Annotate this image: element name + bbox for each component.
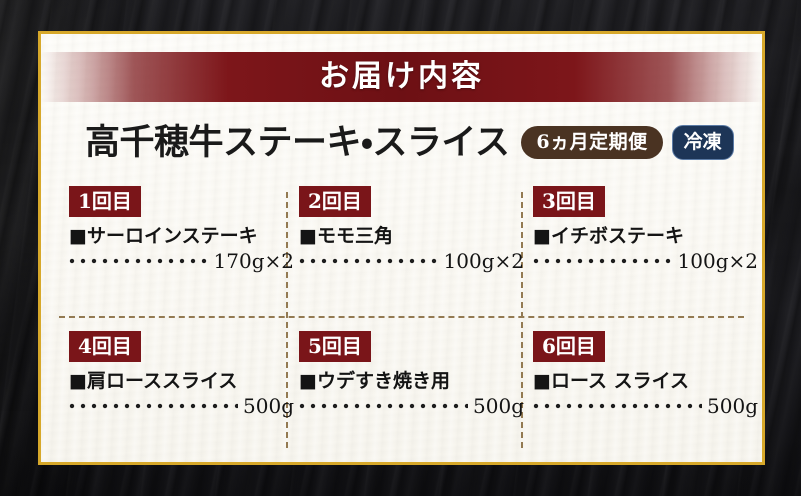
delivery-weight-row: 170g×2 <box>69 251 294 271</box>
section-banner: お届け内容 <box>41 52 762 102</box>
dot-leader <box>299 398 469 413</box>
delivery-item-name: ■イチボステーキ <box>533 225 684 247</box>
delivery-number-badge: 5回目 <box>299 331 371 362</box>
delivery-item-5: 5回目 ■ウデすき焼き用 500g <box>299 331 524 455</box>
section-heading: お届け内容 <box>319 59 484 94</box>
delivery-item-6: 6回目 ■ロース スライス 500g <box>533 331 758 455</box>
delivery-item-name: ■サーロインステーキ <box>69 225 258 247</box>
dot-leader <box>69 398 239 413</box>
frozen-badge: 冷凍 <box>671 124 734 160</box>
dot-leader <box>533 253 673 268</box>
delivery-item-weight: 500g <box>473 393 524 418</box>
delivery-weight-row: 500g <box>69 396 294 416</box>
delivery-item-3: 3回目 ■イチボステーキ 100g×2 <box>533 186 758 310</box>
delivery-item-2: 2回目 ■モモ三角 100g×2 <box>299 186 524 310</box>
grid-divider-vertical-2 <box>521 192 523 448</box>
product-title-row: 高千穂牛ステーキ・スライス 6ヵ月定期便 冷凍 <box>85 116 734 168</box>
badge-group: 6ヵ月定期便 冷凍 <box>521 124 734 160</box>
delivery-weight-row: 500g <box>533 396 758 416</box>
delivery-item-name: ■肩ローススライス <box>69 370 238 392</box>
product-title: 高千穂牛ステーキ・スライス <box>85 121 510 163</box>
delivery-item-name: ■ロース スライス <box>533 370 690 392</box>
delivery-weight-row: 100g×2 <box>533 251 758 271</box>
subscription-term-badge: 6ヵ月定期便 <box>521 125 663 159</box>
delivery-item-name: ■ウデすき焼き用 <box>299 370 450 392</box>
dot-leader <box>69 253 209 268</box>
delivery-number-badge: 6回目 <box>533 331 605 362</box>
delivery-item-weight: 170g×2 <box>213 248 294 273</box>
delivery-number-badge: 1回目 <box>69 186 141 217</box>
delivery-item-weight: 500g <box>243 393 294 418</box>
delivery-number-badge: 3回目 <box>533 186 605 217</box>
delivery-item-weight: 500g <box>707 393 758 418</box>
delivery-item-weight: 100g×2 <box>443 248 524 273</box>
delivery-weight-row: 500g <box>299 396 524 416</box>
dot-leader <box>299 253 439 268</box>
contents-card: お届け内容 高千穂牛ステーキ・スライス 6ヵ月定期便 冷凍 1回目 ■サーロイン… <box>38 31 765 465</box>
delivery-item-4: 4回目 ■肩ローススライス 500g <box>69 331 294 455</box>
delivery-number-badge: 4回目 <box>69 331 141 362</box>
grid-divider-vertical-1 <box>286 192 288 448</box>
delivery-item-1: 1回目 ■サーロインステーキ 170g×2 <box>69 186 294 310</box>
delivery-item-weight: 100g×2 <box>677 248 758 273</box>
delivery-item-name: ■モモ三角 <box>299 225 393 247</box>
dot-leader <box>533 398 703 413</box>
delivery-number-badge: 2回目 <box>299 186 371 217</box>
delivery-schedule-grid: 1回目 ■サーロインステーキ 170g×2 2回目 ■モモ三角 100g×2 3… <box>41 180 762 462</box>
delivery-weight-row: 100g×2 <box>299 251 524 271</box>
grid-divider-horizontal <box>59 316 744 318</box>
